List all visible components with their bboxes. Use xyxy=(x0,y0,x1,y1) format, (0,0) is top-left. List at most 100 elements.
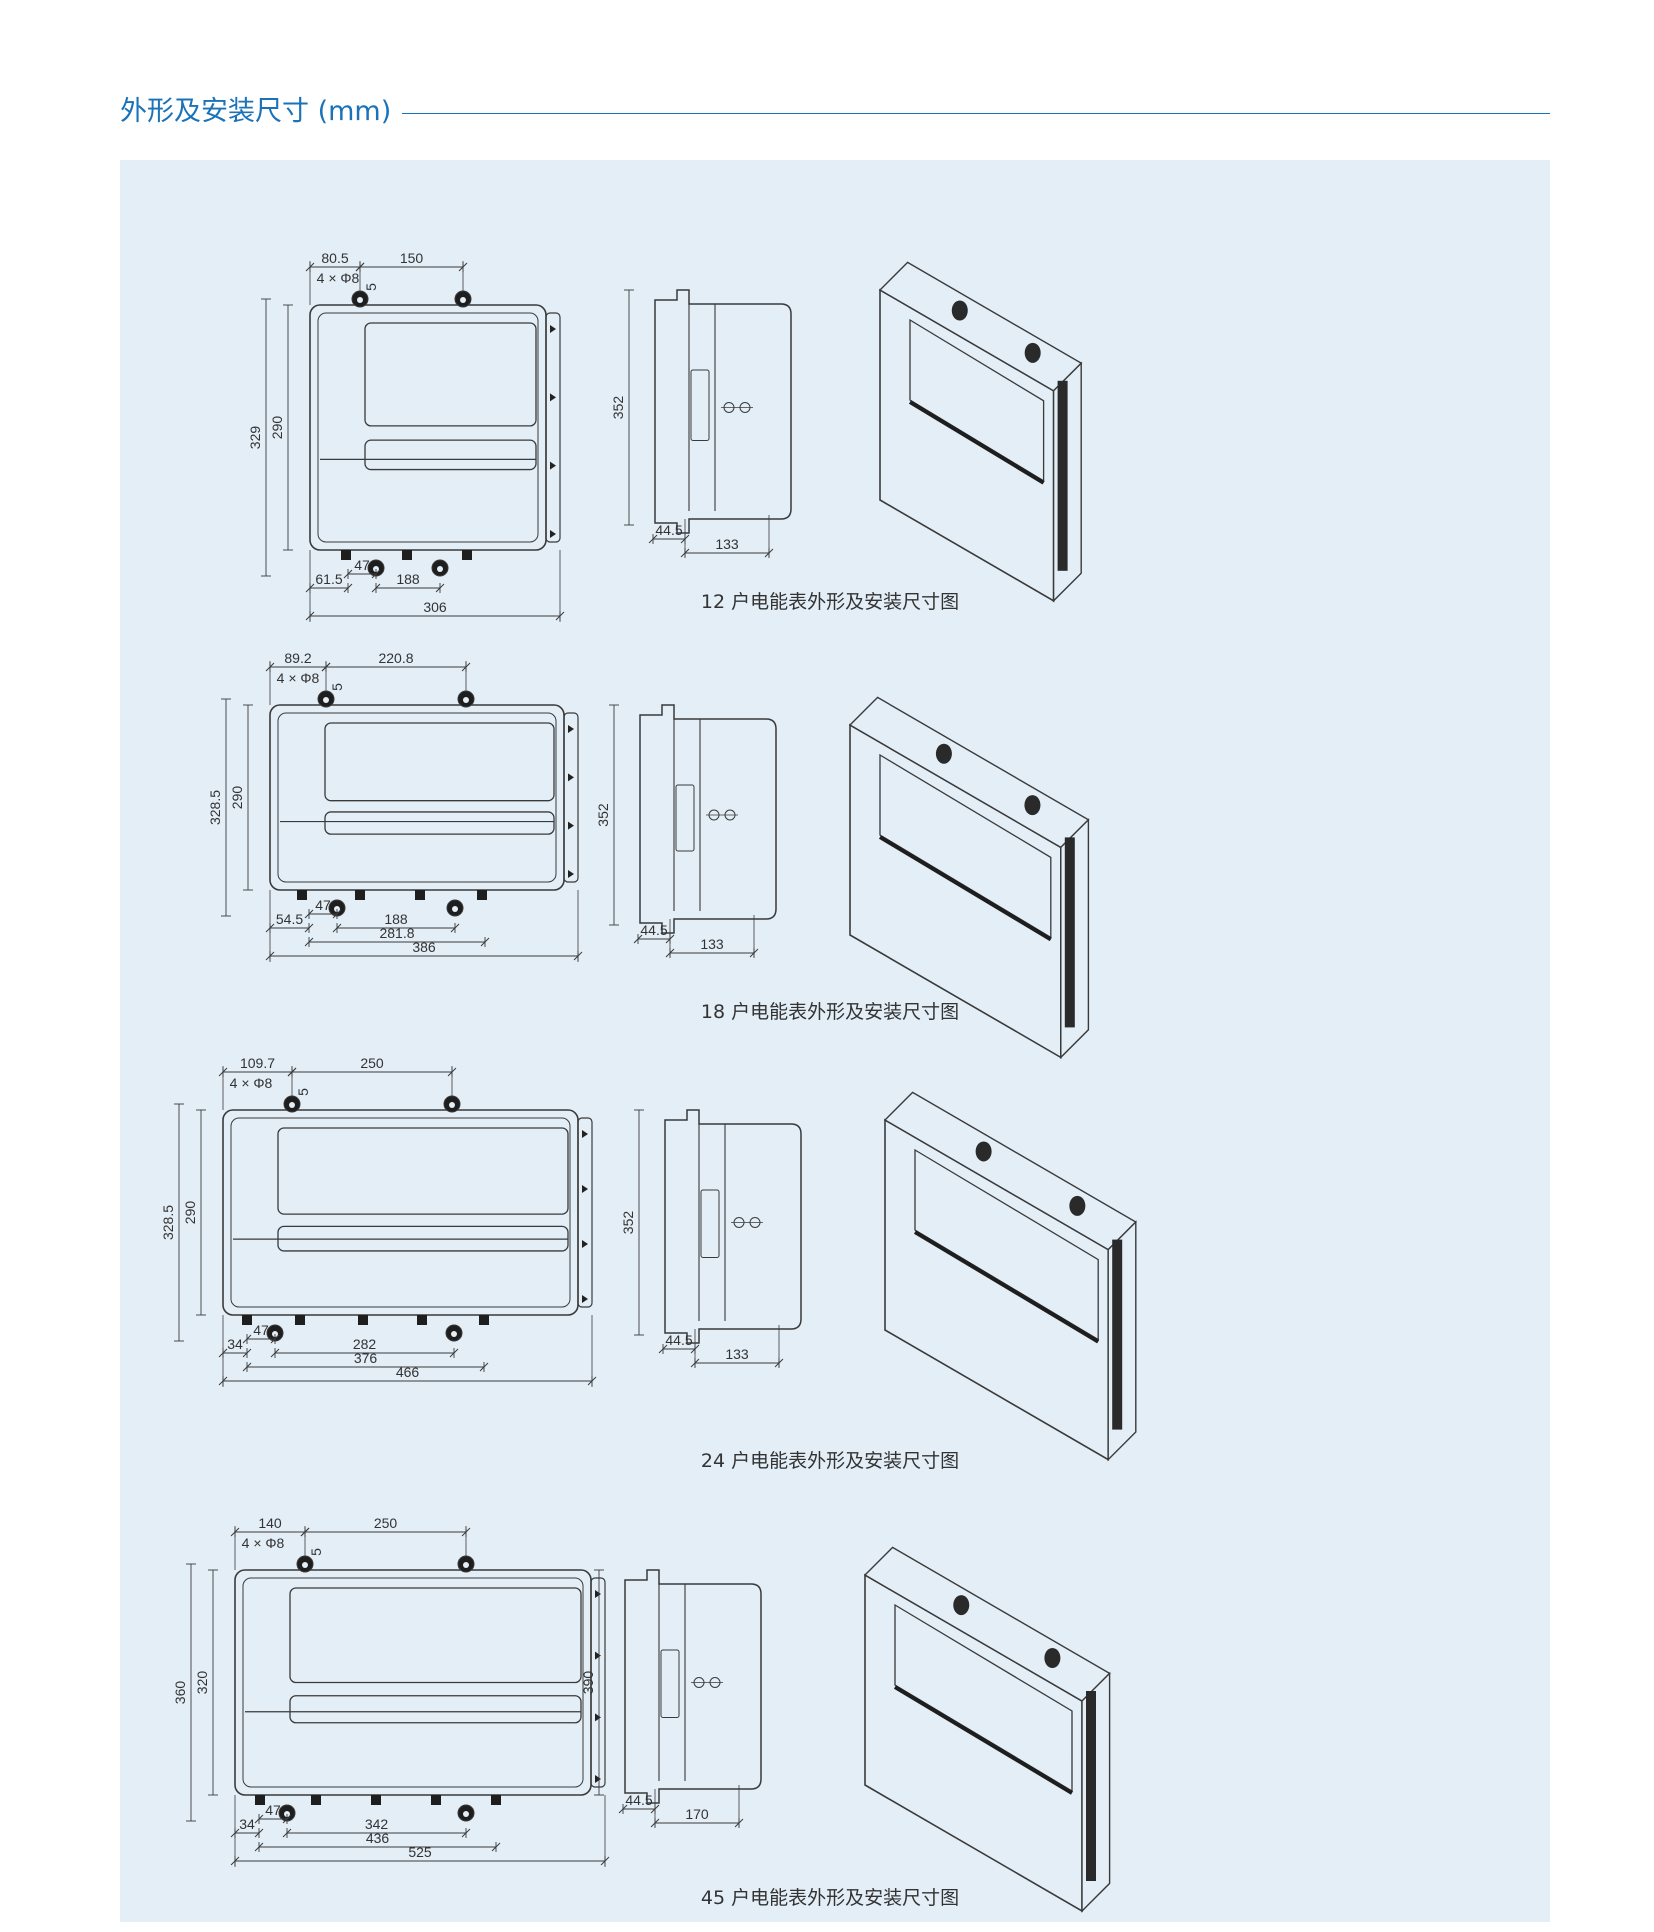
dim-bottom-mid-0: 188 xyxy=(384,911,408,927)
iso-strip xyxy=(893,1685,1074,1795)
iso-strip xyxy=(913,1230,1100,1344)
side-slot xyxy=(675,784,695,852)
hole-offset: 5 xyxy=(308,1548,324,1556)
dim-overall-width: 525 xyxy=(408,1844,432,1860)
side-dim-depth-small: 44.5 xyxy=(640,922,667,938)
caption-12: 12 户电能表外形及安装尺寸图 xyxy=(700,591,960,613)
dim-bottom-small-0: 61.5 xyxy=(315,571,342,587)
meter-window-mid xyxy=(364,439,537,471)
dim-height-1: 290 xyxy=(229,786,245,810)
dim-bottom-small-1: 47 xyxy=(253,1322,269,1338)
dim-height-1: 320 xyxy=(194,1671,210,1695)
dim-top-1: 250 xyxy=(374,1515,398,1531)
gland-3 xyxy=(417,1315,427,1325)
side-dim-depth-small: 44.5 xyxy=(655,522,682,538)
rail-clip xyxy=(582,1240,588,1248)
gland-1 xyxy=(402,550,412,560)
isometric-view xyxy=(848,696,1090,1060)
iso-knob-right xyxy=(1024,342,1041,363)
iso-rail xyxy=(1086,1691,1096,1881)
side-slot xyxy=(660,1649,680,1718)
rail-clip xyxy=(582,1185,588,1193)
dim-bottom-small-1: 47 xyxy=(354,557,370,573)
rail-clip xyxy=(568,821,574,830)
gland-2 xyxy=(371,1795,381,1805)
side-rail xyxy=(545,312,561,543)
side-outline xyxy=(654,289,792,534)
rail-clip xyxy=(568,725,574,733)
gland-1 xyxy=(311,1795,321,1805)
dim-height-0: 328.5 xyxy=(160,1205,176,1240)
iso-rail xyxy=(1064,837,1075,1028)
title-rule xyxy=(402,113,1550,114)
isometric-view xyxy=(878,261,1083,603)
meter-window-mid xyxy=(289,1695,582,1724)
dim-height-1: 290 xyxy=(269,416,285,440)
rail-clip xyxy=(550,325,556,333)
dim-bottom-small-1: 47 xyxy=(315,897,331,913)
rail-clip xyxy=(568,773,574,782)
iso-rail xyxy=(1057,380,1068,571)
iso-knob-left xyxy=(975,1141,992,1162)
iso-knob-left xyxy=(935,743,952,764)
dim-bottom-small-1: 47 xyxy=(265,1802,281,1818)
dim-top-1: 150 xyxy=(400,250,424,266)
hole-offset: 5 xyxy=(329,683,345,691)
gland-0 xyxy=(297,890,307,900)
gland-2 xyxy=(462,550,472,560)
dim-height-0: 328.5 xyxy=(207,790,223,825)
side-rail xyxy=(563,712,579,883)
side-dim-depth: 133 xyxy=(700,936,724,952)
gland-1 xyxy=(355,890,365,900)
iso-rail xyxy=(1112,1239,1123,1430)
side-dim-depth: 133 xyxy=(715,536,739,552)
rail-clip xyxy=(582,1295,588,1303)
rail-clip xyxy=(568,870,574,878)
dim-top-0: 109.7 xyxy=(240,1055,275,1071)
meter-window-top xyxy=(289,1587,582,1684)
meter-window-mid xyxy=(324,811,555,835)
gland-0 xyxy=(255,1795,265,1805)
meter-window-top xyxy=(277,1127,569,1215)
side-slot xyxy=(690,369,710,441)
gland-2 xyxy=(358,1315,368,1325)
dim-bottom-small-0: 54.5 xyxy=(276,911,303,927)
dim-bottom-small-0: 34 xyxy=(239,1816,255,1832)
rail-clip xyxy=(550,393,556,402)
section-title: 外形及安装尺寸 (mm) xyxy=(120,96,392,127)
gland-4 xyxy=(479,1315,489,1325)
side-outline xyxy=(624,1569,762,1804)
dim-overall-width: 306 xyxy=(423,599,447,615)
front-inner-outline xyxy=(277,712,557,883)
dim-overall-width: 466 xyxy=(396,1364,420,1380)
section-header: 外形及安装尺寸 (mm) xyxy=(120,92,1550,136)
isometric-view xyxy=(883,1091,1137,1462)
side-rail xyxy=(577,1117,593,1308)
side-dim-height: 352 xyxy=(620,1211,636,1235)
iso-knob-right xyxy=(1024,795,1041,816)
gland-0 xyxy=(341,550,351,560)
meter-window-top xyxy=(364,322,537,427)
dim-bottom-mid-0: 282 xyxy=(353,1336,377,1352)
hole-offset: 5 xyxy=(363,283,379,291)
rail-clip xyxy=(550,530,556,538)
dim-top-1: 250 xyxy=(360,1055,384,1071)
gland-3 xyxy=(431,1795,441,1805)
hole-label: 4 × Φ8 xyxy=(242,1535,285,1551)
dim-top-0: 140 xyxy=(258,1515,282,1531)
side-dim-depth-small: 44.5 xyxy=(625,1792,652,1808)
iso-knob-right xyxy=(1044,1648,1061,1668)
